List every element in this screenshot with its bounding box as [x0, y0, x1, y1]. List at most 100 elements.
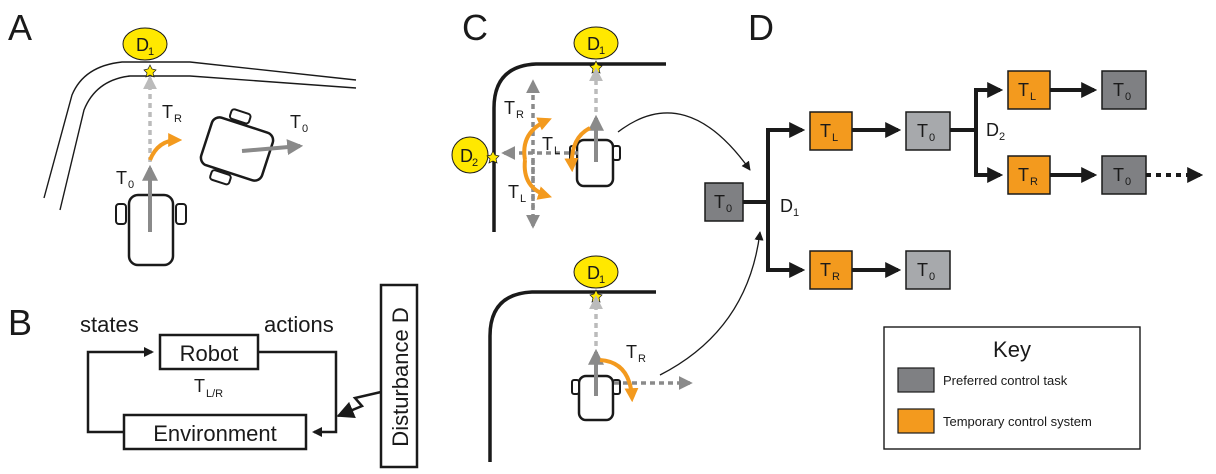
disturbance-label: Disturbance D [388, 307, 413, 446]
label-tr-subscript: R [174, 113, 182, 125]
wall-corner-upper [492, 62, 666, 232]
node-t0-d2l-sub: 0 [1125, 176, 1131, 188]
robot-upper-wheel-right [612, 145, 621, 161]
node-t0-lower-sub: 0 [929, 271, 935, 283]
d1u-subscript: 1 [599, 45, 605, 57]
panel-label-c: C [462, 7, 488, 48]
panel-d: D T 0 T L T R T 0 T 0 T L T [704, 7, 1204, 450]
node-tr-2-sub: R [1030, 176, 1038, 188]
turn-arrow-tl-mid [522, 159, 553, 200]
node-tr-1 [809, 250, 853, 290]
environment-block-label: Environment [153, 421, 277, 446]
panel-a: A D 1 T 0 T R T 0 [8, 7, 357, 267]
label-t0b-subscript: 0 [302, 123, 308, 135]
node-t0-upper [905, 111, 951, 151]
d1-letter: D [136, 35, 149, 55]
turn-arrow-tr-mid [522, 117, 552, 161]
node-t0-lower-letter: T [917, 260, 928, 280]
node-t0-d2l-letter: T [1113, 165, 1124, 185]
node-t0-lower [905, 250, 951, 290]
node-t0-d2-upper [1101, 70, 1147, 110]
node-t0-d2u-letter: T [1113, 80, 1124, 100]
robot-block-label: Robot [180, 341, 239, 366]
road-inner-edge [59, 75, 357, 211]
c-tr-letter: T [504, 98, 515, 118]
branch-d2-letter: D [986, 120, 999, 140]
c-tl2-letter: T [508, 182, 519, 202]
node-tr-1-sub: R [832, 271, 840, 283]
turn-arrow-right-lower [599, 358, 639, 403]
d1l-letter: D [587, 263, 600, 283]
node-t0-upper-sub: 0 [929, 132, 935, 144]
node-tl-1-letter: T [820, 121, 831, 141]
label-t0-letter: T [116, 168, 127, 188]
contact-star-icon [143, 64, 157, 78]
d1u-letter: D [587, 34, 600, 54]
node-tl-1 [809, 111, 853, 151]
node-t0-d2-lower [1101, 155, 1147, 195]
node-t0-root-letter: T [714, 192, 725, 212]
key-label-preferred: Preferred control task [943, 373, 1068, 388]
disturbance-lightning [336, 390, 382, 419]
label-tlr-subscript: L/R [206, 388, 223, 400]
states-label: states [80, 312, 139, 337]
c-tl1-letter: T [542, 134, 553, 154]
label-tr-letter: T [162, 102, 173, 122]
branch-d1-letter: D [780, 196, 793, 216]
c-tl2-subscript: L [520, 193, 526, 205]
node-tr-2 [1007, 155, 1051, 195]
disturbance-d2 [451, 136, 489, 174]
disturbance-block [379, 283, 419, 469]
actions-label: actions [264, 312, 334, 337]
disturbance-d1-lower [573, 255, 619, 289]
panel-c: C D 1 D 2 T R T L T L D 1 [451, 7, 764, 462]
key-swatch-preferred [897, 367, 935, 393]
node-tl-2 [1007, 70, 1051, 110]
heading-arrow-t0-rotated [241, 139, 304, 156]
node-tl-1-sub: L [832, 132, 838, 144]
robot-block [158, 333, 260, 371]
rotated-robot [199, 108, 275, 186]
disturbance-d1-upper [573, 26, 619, 60]
d2-subscript: 2 [472, 157, 478, 169]
key-title: Key [993, 337, 1031, 362]
c-tr-lower-subscript: R [638, 353, 646, 365]
panel-label-b: B [8, 302, 32, 343]
environment-block [122, 413, 308, 451]
branch-d2-sub: 2 [999, 131, 1005, 143]
robot-wheel-right [175, 203, 187, 225]
node-t0-upper-letter: T [917, 121, 928, 141]
contact-star-d2 [486, 150, 500, 164]
c-tl1-subscript: L [554, 145, 560, 157]
connector-upper-to-tree [617, 112, 751, 171]
node-tr-1-letter: T [820, 260, 831, 280]
key-swatch-temporary [897, 408, 935, 434]
wall-corner-lower [488, 290, 656, 462]
key-label-temporary: Temporary control system [943, 414, 1092, 429]
c-tr-lower-letter: T [626, 342, 637, 362]
branch-d1-sub: 1 [793, 207, 799, 219]
label-tlr-letter: T [194, 376, 205, 396]
c-tr-subscript: R [516, 109, 524, 121]
d2-letter: D [460, 146, 473, 166]
states-feedback-line [86, 347, 154, 434]
label-t0b-letter: T [290, 112, 301, 132]
panel-b: B Robot Environment states actions T L/R… [8, 283, 419, 469]
d1l-subscript: 1 [599, 274, 605, 286]
robot-wheel-left [115, 203, 127, 225]
turn-arrow-right [148, 133, 183, 161]
panel-label-a: A [8, 7, 32, 48]
disturbance-d1-marker [122, 27, 168, 61]
turn-arrow-left-upper [564, 126, 591, 173]
label-t0-subscript: 0 [128, 179, 134, 191]
node-tl-2-letter: T [1018, 80, 1029, 100]
panel-label-d: D [748, 7, 774, 48]
node-tr-2-letter: T [1018, 165, 1029, 185]
node-t0-root-sub: 0 [726, 203, 732, 215]
node-t0-d2u-sub: 0 [1125, 91, 1131, 103]
road-outer-edge [43, 61, 357, 199]
node-t0-root [704, 182, 744, 222]
node-tl-2-sub: L [1030, 91, 1036, 103]
robot-lower-wheel-left [571, 379, 580, 395]
